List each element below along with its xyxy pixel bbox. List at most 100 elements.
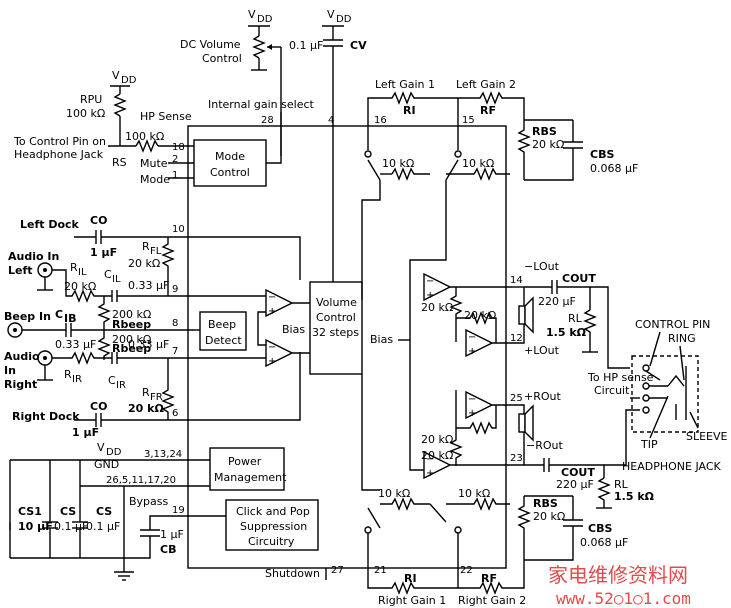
pins-vdd: 3,13,24 [144,449,182,460]
headphone-jack-text: Headphone Jack [14,148,104,161]
right-gain-2-label: Right Gain 2 [458,594,526,607]
volume-control-label-3: 32 steps [312,326,359,339]
volume-control-block [309,281,363,375]
mode-control-label-1: Mode [215,150,245,163]
rs-label: RS [112,156,127,169]
rpu-value: 100 kΩ [66,107,105,120]
bias-label-2: Bias [370,333,393,346]
pin-1: 1 [172,170,178,181]
dc-volume-pot: V DD DC Volume Control [180,8,282,156]
volume-control-label-1: Volume [316,296,357,309]
pin-4: 4 [328,115,334,126]
mute-label: Mute [140,157,168,170]
audio-in-right-label-3: Right [4,378,37,391]
ri-rf-bottom [367,560,525,595]
rl-top-value: 1.5 kΩ [546,326,587,339]
cib-sub: IB [64,312,76,325]
rpu-resistor: V DD RPU 100 kΩ [66,69,137,146]
r20k-4-label: 20 kΩ [421,449,453,462]
r200a-value: 200 kΩ [112,308,151,321]
cir-label: C [108,374,116,387]
rl-bot-value: 1.5 kΩ [614,490,655,503]
cv-label: CV [350,39,367,52]
internal-gain-label: Internal gain select [208,98,315,111]
pin-21: 21 [374,565,387,576]
rfl-resistor [161,237,175,296]
lout-minus-label: −LOut [524,260,560,273]
hp-sense-label: HP Sense [140,110,192,123]
cout-bot-label: COUT [561,466,595,479]
vdd-label-2: V [327,8,335,21]
right-output-amps: −+ −+ [409,390,512,480]
pin-18: 18 [172,142,185,153]
mode-control-block [193,139,267,187]
cir-value: 0.33 μF [128,338,169,351]
gain-switches-bottom [361,374,510,568]
ri-top-resistor [367,91,525,126]
rpu-label: RPU [80,93,102,106]
power-rails [9,459,210,581]
cbs-bot-value: 0.068 μF [580,536,628,549]
r10k-1-label: 10 kΩ [382,157,414,170]
r10k-4-label: 10 kΩ [458,487,490,500]
audio-in-left-label-1: Audio In [8,250,59,263]
rs-resistor [108,139,194,153]
headphone-jack [630,355,699,433]
ril-value: 20 kΩ [64,280,96,293]
svg-text:−: − [426,454,434,465]
pin-22: 22 [460,565,473,576]
r10k-2-label: 10 kΩ [462,157,494,170]
rbs-top-value: 20 kΩ [532,138,564,151]
ri-bot-label: RI [404,572,417,585]
to-hp-sense-label-1: To HP sense [587,371,654,384]
pin-27: 27 [331,565,344,576]
vdd-sub-2: DD [336,14,352,25]
r20k-2-label: 20 kΩ [464,309,496,322]
cs1-value: 10 μF [18,520,53,533]
dc-volume-label: DC Volume [180,38,241,51]
rbeep-b-label: Rbeep [112,342,151,355]
pin-23: 23 [510,453,523,464]
svg-text:−: − [468,332,476,343]
left-gain-2-label: Left Gain 2 [456,78,516,91]
rfr-resistor [161,358,175,420]
cout-bot-value: 220 μF [556,478,594,491]
cbs-top-value: 0.068 μF [590,162,638,175]
rfl-label: R [142,240,150,253]
left-speaker [512,286,534,344]
pin-10: 10 [172,224,185,235]
cil-label: C [104,268,112,281]
rbs-bot-value: 20 kΩ [533,510,565,523]
pin-2: 2 [172,154,178,165]
ril-sub: IL [78,267,87,278]
click-pop-label-2: Suppression [240,520,307,533]
gnd-label: GND [94,458,119,471]
cib-label: C [55,308,63,321]
left-input-amp: −+ [194,288,310,318]
rbs-top-label: RBS [532,125,557,138]
cs-a-label: CS [60,505,76,518]
svg-text:+: + [468,346,476,357]
co-bot-value: 1 μF [72,426,99,439]
vdd-label-1: V [248,8,256,21]
headphone-jack-label: HEADPHONE JACK [622,460,722,473]
right-input-amp: −+ [194,338,310,368]
cv-value: 0.1 μF [289,39,323,52]
vdd-label-3: V [112,69,120,82]
rfr-sub: FR [150,392,163,403]
cs1-label: CS1 [18,505,42,518]
vdd-sub-1: DD [257,14,273,25]
ring-label: RING [668,332,696,345]
pin-14: 14 [510,275,523,286]
r200b-value: 200 kΩ [112,333,151,346]
audio-in-left-label-2: Left [8,264,33,277]
pin-28: 28 [261,115,274,126]
rf-top-label: RF [480,104,496,117]
vdd-sub-4: DD [106,447,122,458]
mode-control-label-2: Control [210,166,250,179]
cir-sub: IR [116,380,126,391]
cil-value: 0.33 μF [128,279,169,292]
rout-plus-label: +ROut [524,390,561,403]
beep-detect-label-1: Beep [208,318,236,331]
cout-top [524,280,630,369]
